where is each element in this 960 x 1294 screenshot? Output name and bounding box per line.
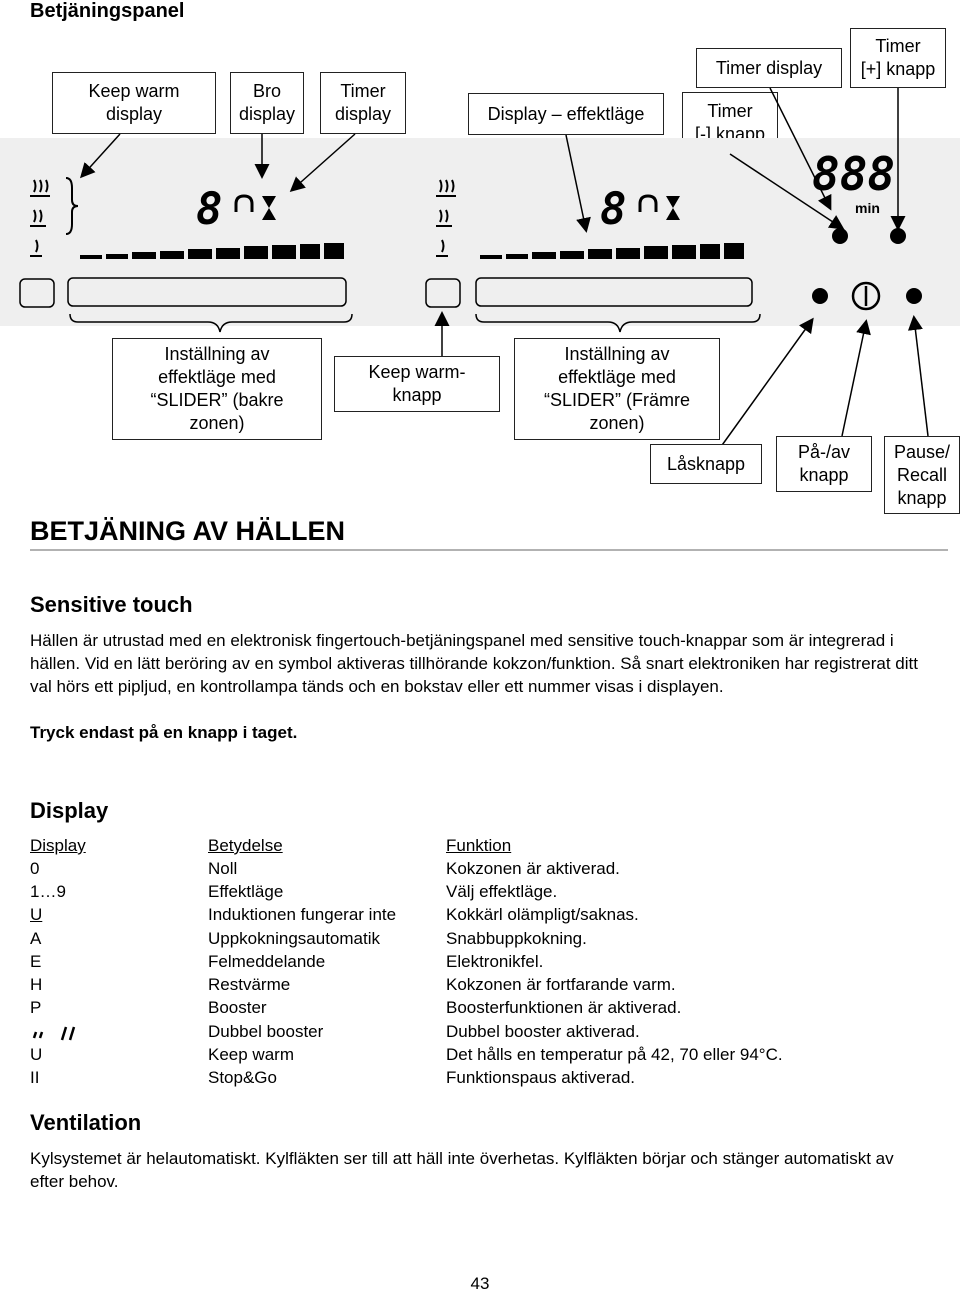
table-row: U Keep warm Det hålls en temperatur på 4… [30,1045,783,1064]
pause-key-dot[interactable] [906,288,922,304]
table-row: 1…9 Effektläge Välj effektläge. [30,882,558,901]
main-section-title: BETJÄNING AV HÄLLEN [30,516,346,546]
callout-keep-warm-button: Keep warm- knapp [334,356,500,412]
callout-on-off-button: På-/av knapp [776,436,872,492]
svg-text:8: 8 [196,184,223,235]
timer-minus-dot[interactable] [832,228,848,244]
display-table-header: Display Betydelse Funktion [30,834,930,857]
table-row: H Restvärme Kokzonen är fortfarande varm… [30,975,676,994]
col-header-display: Display [30,836,86,855]
svg-text:8: 8 [600,184,627,235]
double-booster-glyph [30,1020,90,1043]
control-panel-illustration [0,138,960,326]
table-row: A Uppkokningsautomatik Snabbuppkokning. [30,929,587,948]
callout-slider-front: Inställning av effektläge med “SLIDER” (… [514,338,720,440]
svg-text:888: 888 [812,147,895,201]
callout-timer-plus: Timer [+] knapp [850,28,946,88]
right-slider-bar [480,243,744,259]
timer-unit-label: min [855,200,880,216]
left-zone-display: 8 [196,184,276,235]
ventilation-title: Ventilation [30,1110,142,1135]
lock-key-dot[interactable] [812,288,828,304]
timer-digits: 888 [812,147,895,201]
heat-level-icons-left [30,177,79,257]
callout-timer-display-left: Timer display [320,72,406,134]
page-title: Betjäningspanel [30,0,185,22]
heat-level-icons-right [436,179,456,257]
display-section-title: Display [30,798,109,823]
callout-keep-warm-display: Keep warm display [52,72,216,134]
right-zone-display: 8 [600,184,680,235]
panel-diagram: 8 8 888 [19,87,948,551]
keep-warm-key-right[interactable] [425,278,461,308]
timer-plus-dot[interactable] [890,228,906,244]
callout-display-effektlage: Display – effektläge [468,93,664,135]
table-row: Dubbel booster Dubbel booster aktiverad. [30,1020,930,1043]
sensitive-touch-bold: Tryck endast på en knapp i taget. [30,723,298,742]
sensitive-touch-text: Hällen är utrustad med en elektronisk fi… [30,631,918,696]
keep-warm-key-left[interactable] [19,278,55,308]
table-row: II Stop&Go Funktionspaus aktiverad. [30,1068,635,1087]
callout-pause-recall: Pause/ Recall knapp [884,436,960,514]
callout-slider-back: Inställning av effektläge med “SLIDER” (… [112,338,322,440]
table-row: E Felmeddelande Elektronikfel. [30,952,544,971]
col-header-funktion: Funktion [446,836,512,855]
table-row: P Booster Boosterfunktionen är aktiverad… [30,998,682,1017]
slider-key-front[interactable] [475,277,753,307]
table-row: 0 Noll Kokzonen är aktiverad. [30,859,620,878]
table-row: U Induktionen fungerar inte Kokkärl oläm… [30,905,639,924]
page-number: 43 [470,1274,490,1293]
slider-key-back[interactable] [67,277,347,307]
callout-timer-display-right: Timer display [696,48,842,88]
sensitive-touch-title: Sensitive touch [30,592,193,617]
callout-lock-button: Låsknapp [650,444,762,484]
ventilation-text: Kylsystemet är helautomatiskt. Kylfläkte… [30,1149,894,1191]
col-header-betydelse: Betydelse [208,836,283,855]
callout-bro-display: Bro display [230,72,304,134]
left-slider-bar [80,243,344,259]
power-icon[interactable] [851,281,881,311]
